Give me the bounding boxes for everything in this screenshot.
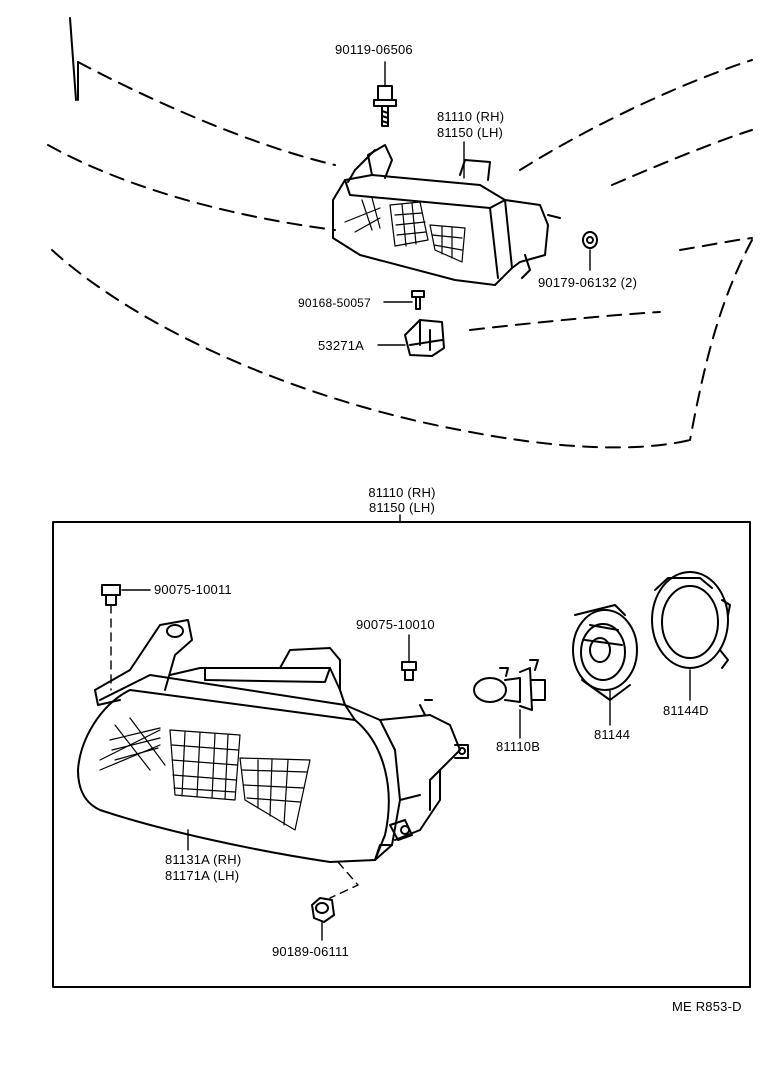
vehicle-body-outline — [47, 59, 753, 449]
label-grommet: 90189-06111 — [272, 944, 349, 959]
socket-part — [572, 604, 638, 701]
label-bracket: 53271A — [318, 338, 365, 353]
nut-part — [582, 231, 598, 249]
label-clip-a: 90075-10011 — [154, 582, 232, 597]
label-headlamp-lh-top: 81150 (LH) — [437, 125, 504, 140]
label-assembly-lh: 81150 (LH) — [368, 500, 436, 515]
lens-pattern-large — [99, 717, 311, 831]
label-lens-rh: 81131A (RH) — [165, 852, 242, 867]
label-lens-lh: 81171A (LH) — [165, 868, 240, 883]
label-headlamp-rh-top: 81110 (RH) — [437, 109, 505, 124]
screw-part — [411, 290, 425, 310]
clip-b-part — [401, 661, 417, 681]
label-assembly-rh: 81110 (RH) — [368, 485, 436, 500]
leader-lines-top — [377, 61, 591, 346]
label-socket: 81144 — [594, 727, 631, 742]
reference-code: ME R853-D — [672, 999, 742, 1014]
label-clip-b: 90075-10010 — [356, 617, 435, 632]
label-cover: 81144D — [663, 703, 709, 718]
lens-pattern-small — [344, 197, 466, 263]
bracket-part — [404, 319, 445, 357]
grommet-dashed-leader — [329, 861, 359, 899]
cover-part — [651, 571, 731, 669]
bolt-top — [373, 85, 397, 127]
clip-a-part — [101, 584, 121, 606]
label-screw: 90168-50057 — [298, 296, 371, 310]
detail-frame — [52, 521, 751, 988]
fender-edge — [69, 17, 77, 101]
label-bulb: 81110B — [496, 739, 541, 754]
headlamp-small — [332, 144, 561, 286]
label-nut: 90179-06132 (2) — [538, 275, 638, 290]
headlamp-large — [77, 619, 469, 863]
label-bolt-top: 90119-06506 — [335, 42, 413, 57]
grommet-part — [311, 897, 335, 923]
bulb-part — [473, 659, 546, 711]
